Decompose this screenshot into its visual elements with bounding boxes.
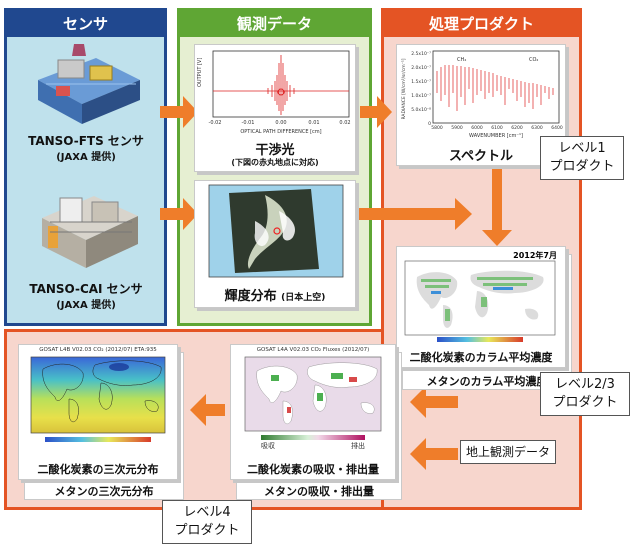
distribution-caption-back: メタンの三次元分布	[54, 485, 154, 498]
brightness-caption-sub: (日本上空)	[281, 293, 326, 303]
arrow-brightness-to-column	[350, 198, 472, 230]
spectrum-ylabel: RADIANCE [W/cm²/sr/cm⁻¹]	[401, 58, 407, 119]
flux-card: GOSAT L4A V02.03 CO₂ Fluxes (2012/07) 吸収…	[230, 344, 396, 480]
interferogram-caption: 干渉光	[255, 143, 295, 158]
spectrum-caption: スペクトル	[448, 149, 514, 164]
spectrum-ytick: 0	[428, 121, 431, 127]
fts-sensor-name: TANSO-FTS センサ	[28, 134, 144, 148]
interferogram-ylabel: OUTPUT [V]	[197, 58, 203, 87]
flux-legend-emit: 排出	[351, 442, 365, 450]
spectrum-gas-ch4: CH₄	[457, 57, 466, 63]
flux-map	[244, 356, 382, 440]
arrow-interferogram-to-spectrum	[360, 96, 392, 128]
spectrum-xtick: 6300	[531, 125, 543, 131]
column-avg-caption-back: メタンのカラム平均濃度	[426, 375, 548, 388]
ground-obs-text: 地上観測データ	[465, 445, 550, 459]
spectrum-ytick: 1.5x10⁻⁷	[411, 79, 431, 85]
column-avg-card: 2012年7月 二酸化炭素のカラム平均濃度	[396, 246, 566, 368]
flux-caption-back: メタンの吸収・排出量	[264, 485, 374, 498]
cai-sensor-name: TANSO-CAI センサ	[29, 282, 143, 296]
spectrum-plot: 2.5x10⁻⁷ 2.0x10⁻⁷ 1.5x10⁻⁷ 1.0x10⁻⁷ 5.0x…	[401, 50, 563, 139]
arrow-cai-to-brightness	[160, 198, 198, 230]
level4-line2: プロダクト	[174, 523, 240, 538]
interferogram-tick: -0.01	[242, 120, 255, 126]
interferogram-plot: OUTPUT [V] -0.02 -0.01 0.00 0.01 0.02 OP…	[197, 50, 351, 135]
interferogram-tick: 0.01	[308, 120, 319, 126]
spectrum-xtick: 6200	[511, 125, 523, 131]
level4-line1: レベル4	[183, 505, 231, 520]
spectrum-xtick: 6400	[551, 125, 563, 131]
spectrum-xlabel: WAVENUMBER [cm⁻¹]	[469, 133, 523, 139]
spectrum-card: 2.5x10⁻⁷ 2.0x10⁻⁷ 1.5x10⁻⁷ 1.0x10⁻⁷ 5.0x…	[396, 44, 566, 166]
arrow-fts-to-interferogram	[160, 96, 198, 128]
column-avg-map	[404, 260, 556, 342]
arrow-ground-to-flux	[410, 438, 458, 470]
spectrum-ytick: 5.0x10⁻⁸	[411, 107, 431, 113]
arrow-flux-to-distribution	[190, 394, 225, 426]
spectrum-ytick: 2.5x10⁻⁷	[411, 51, 431, 57]
sensor-column-title: センサ	[7, 11, 164, 37]
interferogram-card: OUTPUT [V] -0.02 -0.01 0.00 0.01 0.02 OP…	[194, 44, 356, 172]
spectrum-xtick: 5800	[431, 125, 443, 131]
brightness-caption-main: 輝度分布	[224, 289, 277, 304]
fts-satellite-image	[38, 44, 140, 124]
arrow-column-to-flux	[410, 386, 458, 418]
level4-label: レベル4 プロダクト	[162, 500, 252, 544]
brightness-map	[208, 184, 344, 278]
distribution-caption: 二酸化炭素の三次元分布	[37, 463, 159, 476]
sensor-column: センサ	[4, 8, 167, 326]
interferogram-subcaption: (下図の赤丸地点に対応)	[231, 158, 319, 167]
level1-line2: プロダクト	[549, 159, 615, 174]
fts-sensor-note: (JAXA 提供)	[56, 152, 116, 163]
cai-sensor-note: (JAXA 提供)	[56, 300, 116, 311]
distribution-map	[30, 356, 166, 442]
level1-line1: レベル1	[558, 141, 606, 156]
observation-column-title: 観測データ	[180, 11, 369, 37]
spectrum-ytick: 2.0x10⁻⁷	[411, 65, 431, 71]
processing-column-title: 処理プロダクト	[384, 11, 579, 37]
spectrum-xtick: 6100	[491, 125, 503, 131]
ground-obs-label: 地上観測データ	[460, 440, 556, 464]
tanso-cai-sensor: TANSO-CAI センサ (JAXA 提供)	[16, 182, 156, 312]
column-avg-caption: 二酸化炭素のカラム平均濃度	[409, 351, 553, 364]
level23-label: レベル2/3 プロダクト	[540, 372, 630, 416]
distribution-header: GOSAT L4B V02.03 CO₂ (2012/07) ETA:935	[39, 347, 157, 353]
brightness-card: 輝度分布 (日本上空)	[194, 180, 356, 308]
interferogram-tick: -0.02	[209, 120, 222, 126]
cai-satellite-image	[42, 196, 138, 268]
tanso-fts-sensor: TANSO-FTS センサ (JAXA 提供)	[16, 40, 156, 165]
flux-legend-absorb: 吸収	[261, 442, 275, 450]
spectrum-xtick: 6000	[471, 125, 483, 131]
brightness-caption: 輝度分布 (日本上空)	[195, 285, 355, 304]
level23-line2: プロダクト	[552, 395, 618, 410]
level23-line1: レベル2/3	[555, 377, 615, 392]
spectrum-xtick: 5900	[451, 125, 463, 131]
interferogram-tick: 0.00	[275, 120, 286, 126]
flux-caption: 二酸化炭素の吸収・排出量	[247, 463, 379, 476]
column-avg-date: 2012年7月	[513, 251, 557, 260]
interferogram-xlabel: OPTICAL PATH DIFFERENCE [cm]	[240, 129, 321, 135]
arrow-spectrum-to-column	[482, 168, 512, 246]
spectrum-ytick: 1.0x10⁻⁷	[411, 93, 431, 99]
spectrum-gas-co2: CO₂	[529, 57, 538, 63]
distribution-card: GOSAT L4B V02.03 CO₂ (2012/07) ETA:935 二…	[18, 344, 178, 480]
level1-label: レベル1 プロダクト	[540, 136, 624, 180]
flux-header: GOSAT L4A V02.03 CO₂ Fluxes (2012/07)	[256, 347, 370, 353]
interferogram-tick: 0.02	[339, 120, 350, 126]
